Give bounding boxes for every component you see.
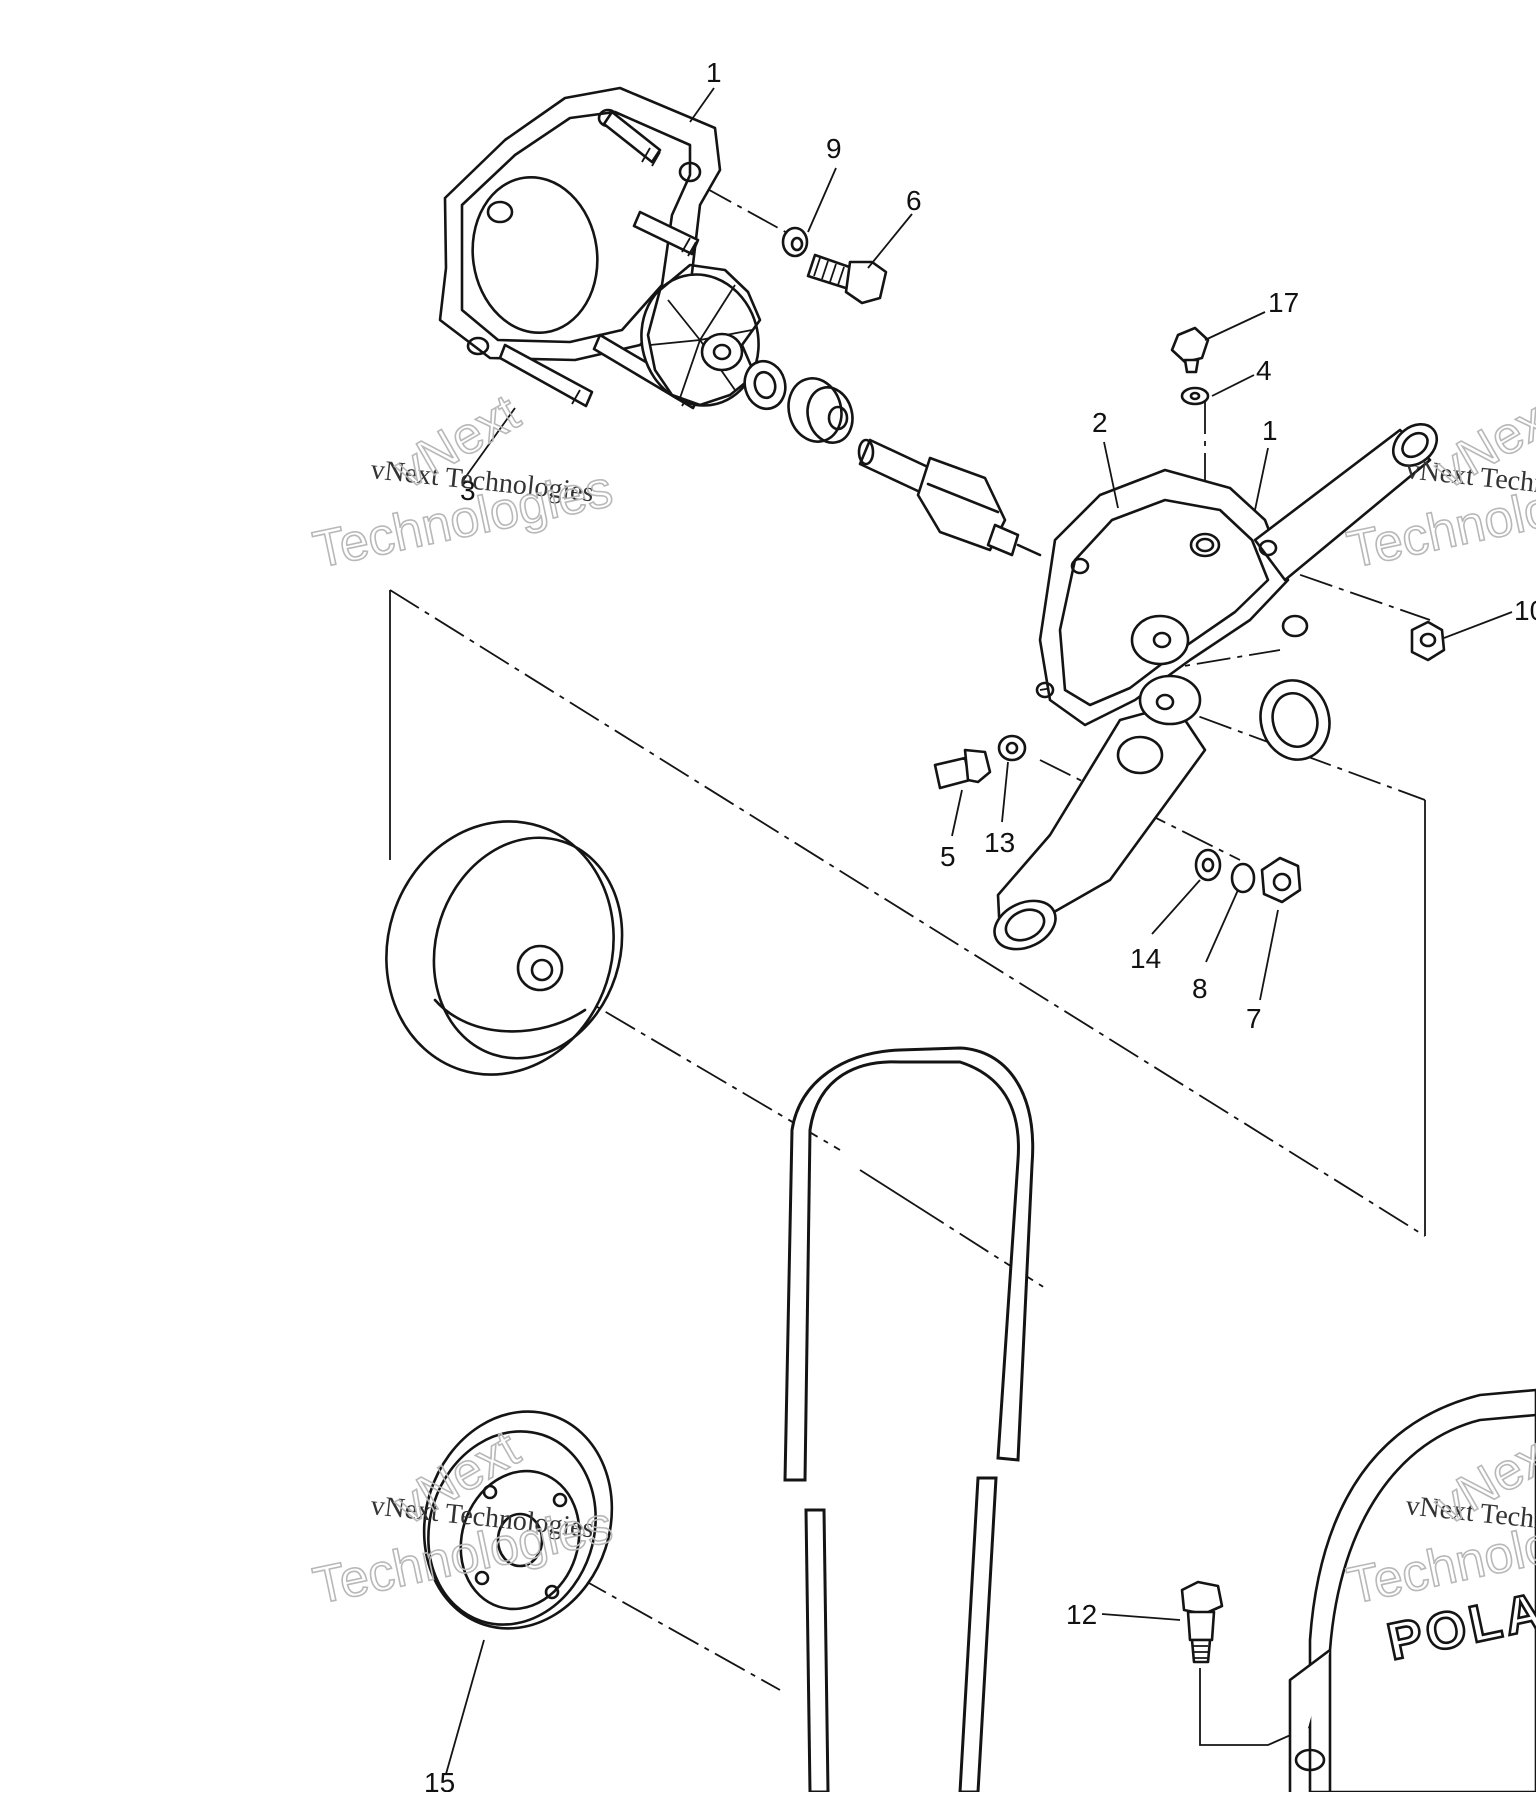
callout-9: 9	[826, 133, 842, 164]
nut-7-part	[1260, 856, 1302, 904]
callout-3: 3	[460, 475, 476, 506]
leader-lines	[445, 87, 1513, 1775]
pulley-lower-part	[422, 1410, 614, 1630]
callout-4: 4	[1256, 355, 1272, 386]
callout-5: 5	[940, 841, 956, 872]
water-pump-body-part	[993, 423, 1439, 951]
washer-14-part	[1194, 848, 1222, 882]
washer-4-part	[1180, 386, 1210, 406]
pulley-upper-part	[385, 820, 624, 1076]
callout-15: 15	[424, 1767, 455, 1792]
nut-10-part	[1410, 620, 1446, 662]
seal-parts	[743, 359, 854, 444]
callout-1-top: 1	[706, 57, 722, 88]
bolt-6-part	[806, 253, 888, 305]
pump-shaft-part	[857, 438, 1042, 557]
callout-1-right: 1	[1262, 415, 1278, 446]
callout-2: 2	[1092, 407, 1108, 438]
bolt-17-part	[1170, 326, 1210, 374]
drive-belt-part	[783, 1046, 1035, 1794]
callout-10: 10	[1514, 595, 1536, 626]
callout-6: 6	[906, 185, 922, 216]
bolt-5-part	[933, 748, 992, 790]
callout-7: 7	[1246, 1003, 1262, 1034]
callout-14: 14	[1130, 943, 1161, 974]
lock-washer-8-part	[1230, 862, 1256, 894]
washer-13-part	[997, 734, 1027, 762]
callout-13: 13	[984, 827, 1015, 858]
callout-8: 8	[1192, 973, 1208, 1004]
impeller-part	[640, 263, 762, 407]
callout-17: 17	[1268, 287, 1299, 318]
callout-12: 12	[1066, 1599, 1097, 1630]
washer-9-part	[781, 226, 809, 258]
belt-guard-part: POLARIS	[1288, 1388, 1536, 1794]
bolt-12-part	[1180, 1580, 1224, 1664]
